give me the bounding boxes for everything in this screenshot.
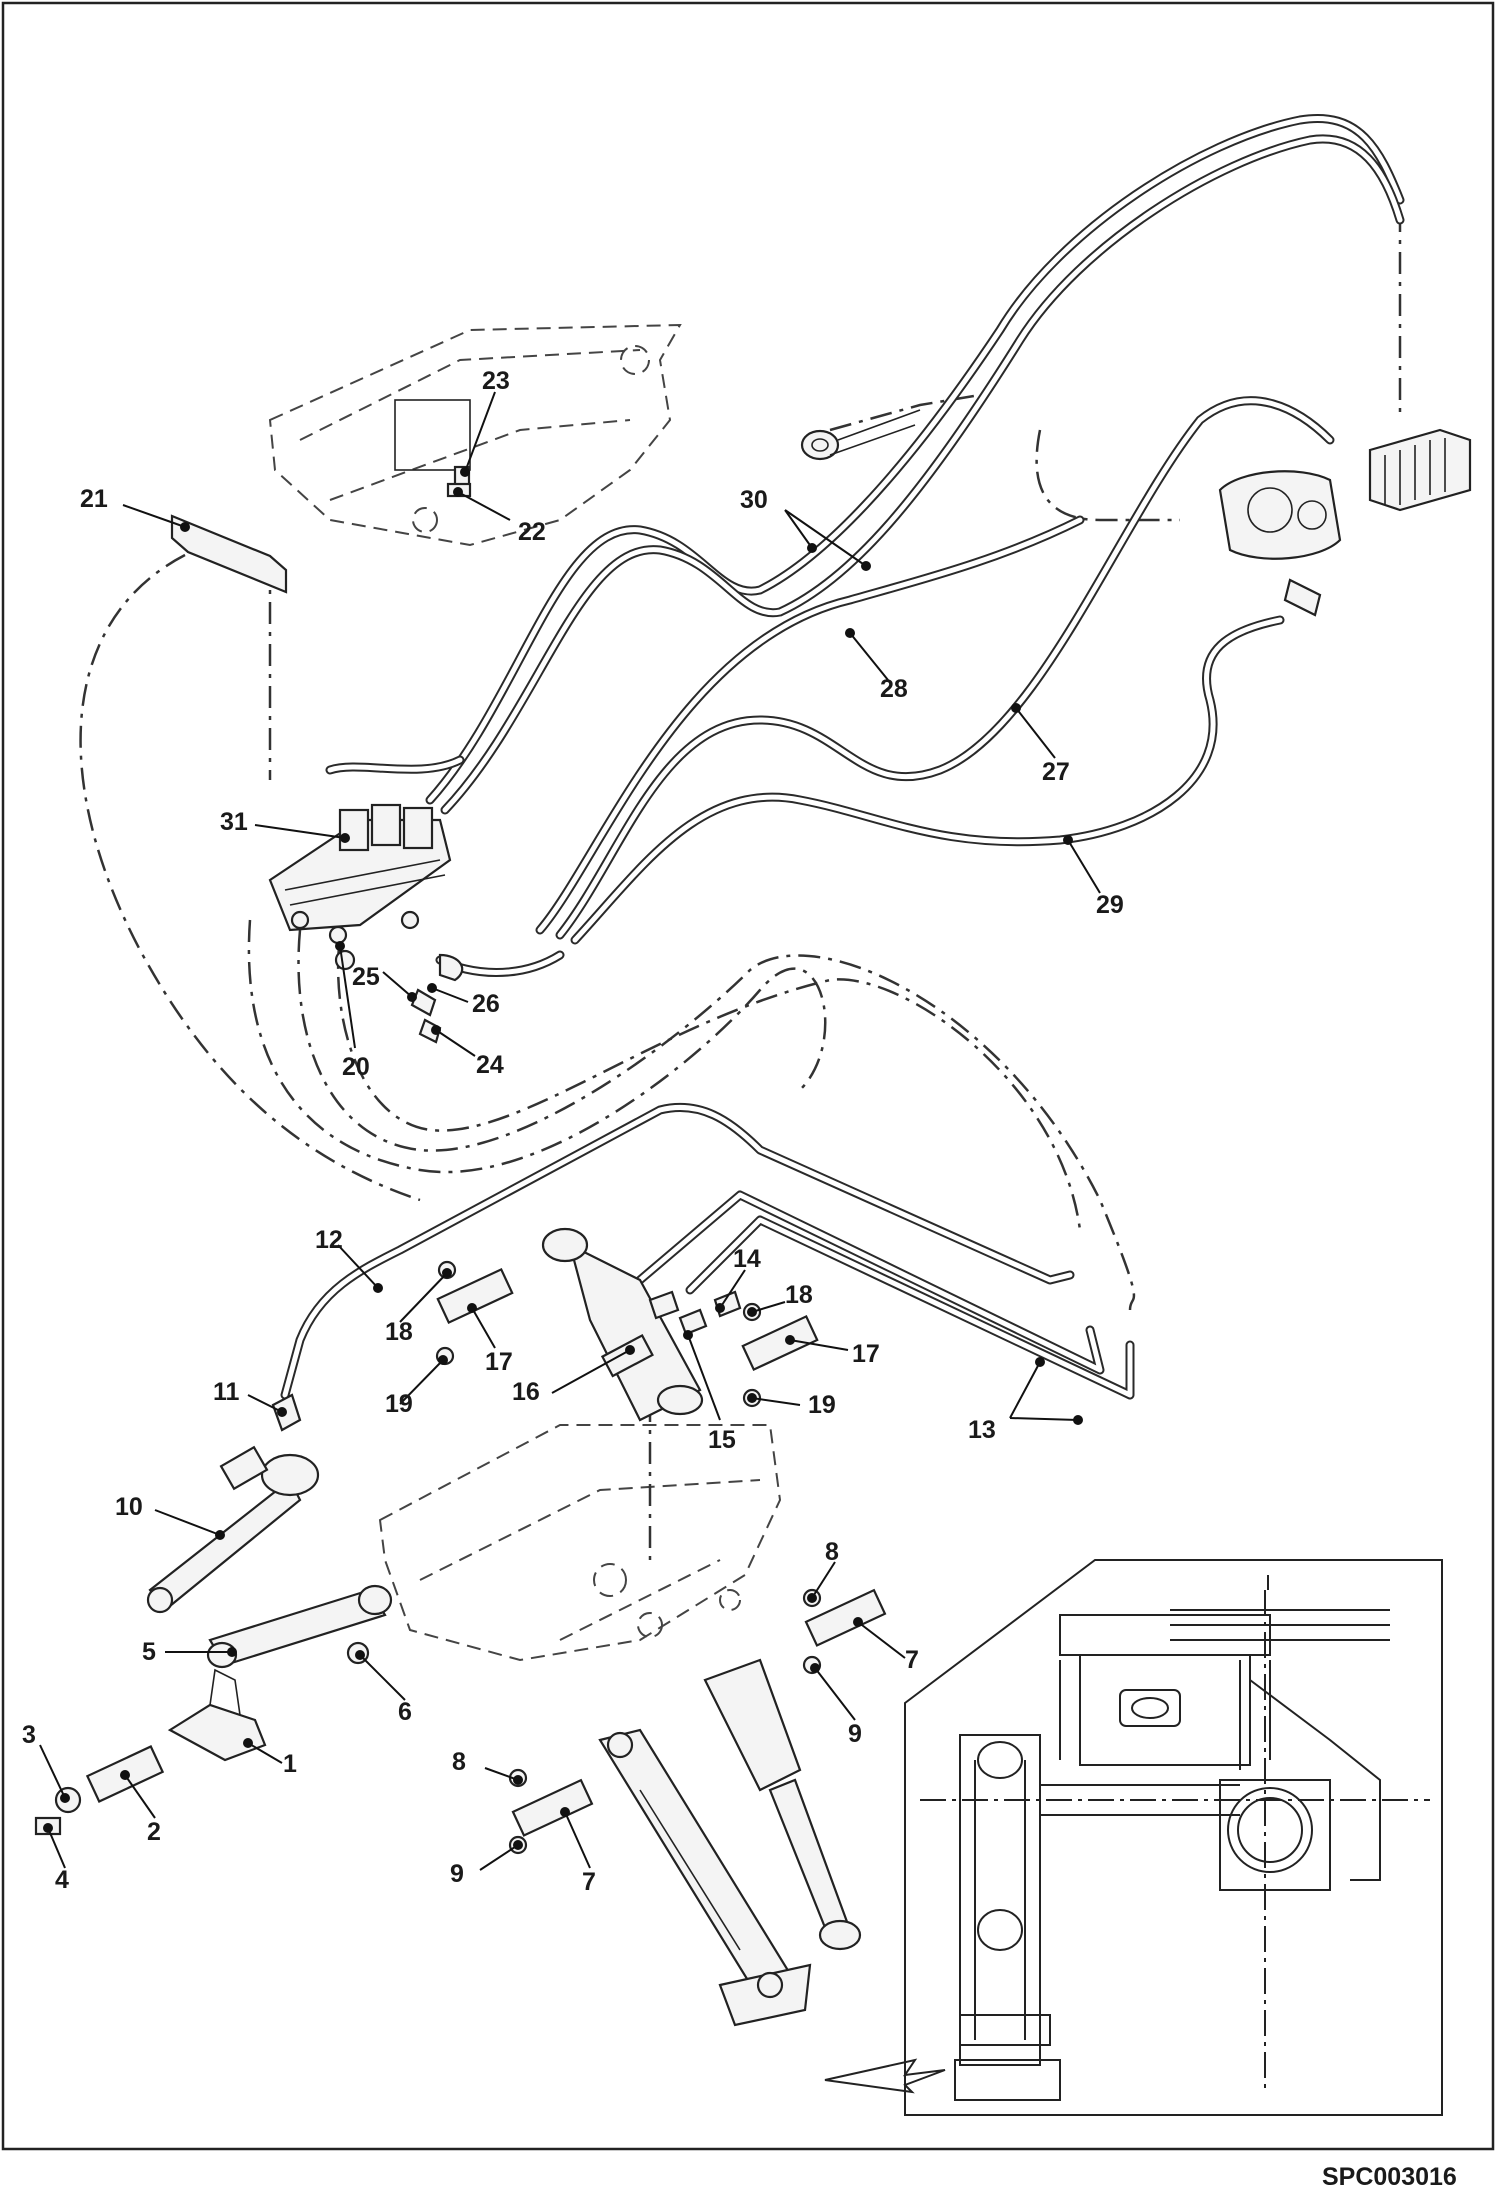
hydraulic-pump: [1218, 470, 1342, 617]
callout-28: 28: [880, 675, 908, 703]
callout-30: 30: [740, 486, 768, 514]
callout-22: 22: [518, 518, 546, 546]
callout-12: 12: [315, 1226, 343, 1254]
coupling-nut: [800, 409, 921, 461]
callout-31: 31: [220, 808, 248, 836]
cylinder-part-10: [146, 1445, 320, 1614]
callout-27: 27: [1042, 758, 1070, 786]
callout-21: 21: [80, 485, 108, 513]
bracket-part-1: [167, 1668, 267, 1762]
hose-28: [535, 515, 1085, 935]
callout-29: 29: [1096, 891, 1124, 919]
routing-centerlines: [79, 210, 1402, 1560]
callout-24: 24: [476, 1051, 504, 1079]
hose-30-pair: [425, 114, 1405, 815]
drawing-border: [1, 1, 1495, 2151]
pin-part-7-upper: [802, 1588, 887, 1675]
stabilizer-cylinder: [703, 1658, 862, 1951]
callout-25: 25: [352, 963, 380, 991]
arm-part-5: [206, 1584, 393, 1669]
pin-parts-17: [435, 1260, 819, 1408]
hose-27: [555, 396, 1335, 940]
callout-26: 26: [472, 990, 500, 1018]
hose-13-pair: [635, 1190, 1135, 1400]
callout-labels: 21 23 22 30 28 27 29 31 25 26 24 20 12 2…: [80, 367, 1124, 1254]
callout-23: 23: [482, 367, 510, 395]
fittings-20-24-26: [334, 949, 464, 1044]
lower-frame-ghost: [378, 1424, 782, 1662]
upper-frame-ghost: [268, 323, 682, 547]
plate-part-21: [170, 514, 288, 594]
hose-29: [570, 615, 1285, 945]
control-valve-block: [1368, 428, 1472, 512]
stabilizer-leg: [598, 1728, 812, 2027]
callout-20: 20: [342, 1053, 370, 1081]
hose-12: [280, 1102, 1075, 1400]
valve-block-part-31: [268, 803, 452, 945]
inset-detail-view: [824, 1559, 1443, 2116]
callout-leaders: [39, 391, 1101, 1871]
cylinder-part-16: [541, 1227, 704, 1422]
